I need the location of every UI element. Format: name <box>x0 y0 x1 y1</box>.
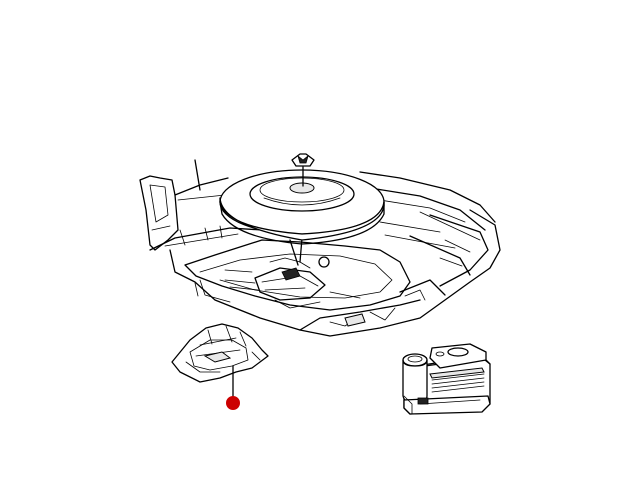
jack-assembly <box>224 237 361 309</box>
callout-dot[interactable] <box>226 396 240 410</box>
tire-inflator-compressor <box>402 343 491 415</box>
callout-marker <box>226 365 240 410</box>
tire-hold-down-wingnut <box>291 153 315 187</box>
jack-cover <box>171 323 269 383</box>
cargo-floor-pan <box>139 159 501 337</box>
spare-tire <box>219 169 385 245</box>
